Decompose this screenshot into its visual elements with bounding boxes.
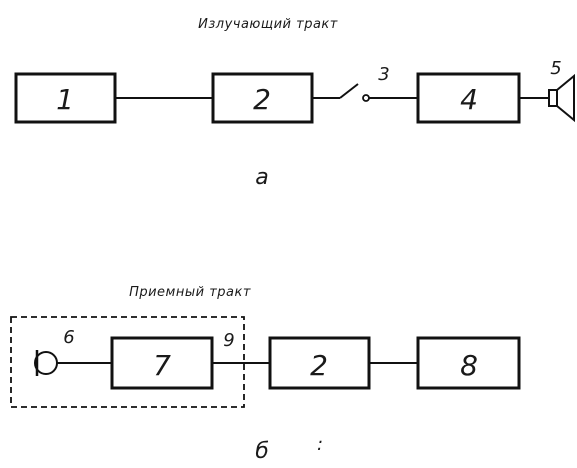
block-generator-label: 1 [56, 83, 74, 116]
emitter-body [548, 89, 558, 107]
block-amplifier-tx-label: 2 [253, 83, 271, 116]
switch-key: 3 [339, 64, 390, 102]
block-amplifier-rx: 2 [268, 336, 371, 390]
block-indicator-frame [416, 336, 521, 390]
stray-mark: : [317, 434, 323, 455]
receive-path-caption: Приемный тракт [129, 285, 251, 300]
switch-contact [362, 94, 370, 102]
transmit-path: Излучающий тракт 1 2 3 4 [14, 17, 575, 190]
receive-sublabel: б [255, 439, 269, 464]
switch-lever [339, 83, 359, 99]
group-label: 9 [223, 330, 234, 351]
emitter-cone [556, 73, 575, 123]
microphone-icon: 6 [34, 327, 75, 376]
block-indicator-label: 8 [460, 349, 478, 382]
block-preamplifier: 7 [110, 336, 214, 390]
emitter-label: 5 [550, 58, 561, 79]
block-indicator: 8 [416, 336, 521, 390]
block-preamplifier-label: 7 [153, 349, 171, 382]
dashed-group-frame [10, 316, 245, 408]
transmit-path-caption: Излучающий тракт [198, 17, 338, 32]
receive-path: Приемный тракт 9 6 7 2 8 б : [10, 285, 521, 464]
microphone-label: 6 [63, 327, 74, 348]
microphone-body [34, 351, 58, 375]
block-power-amplifier: 4 [416, 72, 521, 124]
transmit-sublabel: а [255, 165, 268, 190]
block-power-amplifier-label: 4 [460, 83, 478, 116]
block-generator: 1 [14, 72, 117, 124]
emitter-icon: 5 [548, 58, 575, 123]
block-amplifier-tx: 2 [211, 72, 314, 124]
block-amplifier-rx-label: 2 [310, 349, 328, 382]
switch-label: 3 [378, 64, 389, 85]
